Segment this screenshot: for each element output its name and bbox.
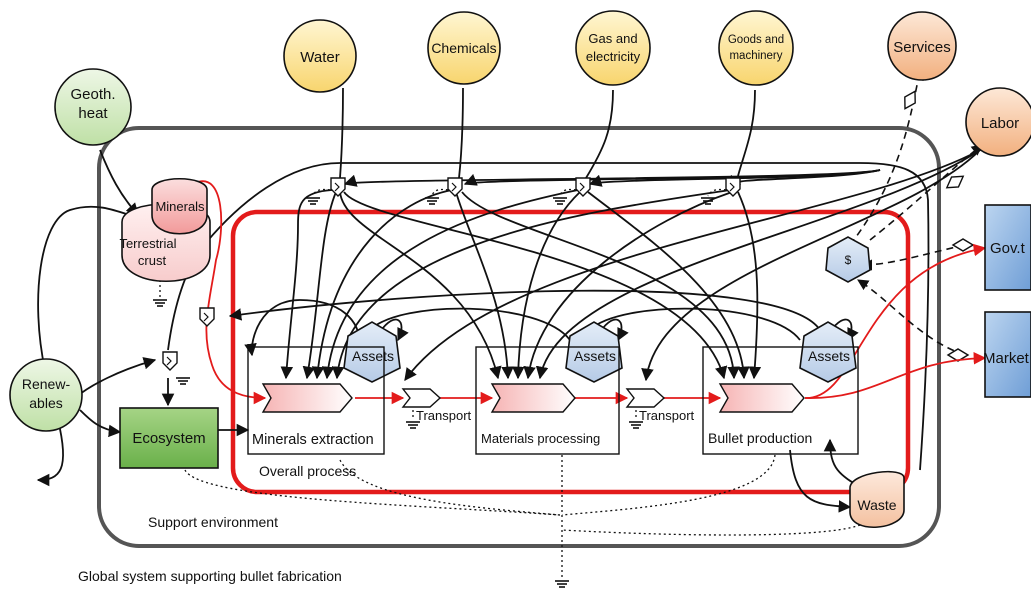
svg-text:Minerals extraction: Minerals extraction	[252, 432, 374, 448]
svg-text:crust: crust	[138, 253, 167, 268]
overall-process-frame	[230, 209, 911, 495]
source-chemicals: Chemicals	[427, 11, 501, 85]
svg-text:Renew-: Renew-	[22, 376, 71, 392]
svg-text:Assets: Assets	[574, 348, 616, 364]
svg-text:Terrestrial: Terrestrial	[119, 236, 176, 251]
source-renewables: Renew- ables	[9, 358, 83, 432]
storage-money: $	[825, 236, 871, 283]
svg-text:Bullet production: Bullet production	[708, 430, 812, 446]
svg-text:Goods and: Goods and	[728, 34, 784, 46]
svg-text:Chemicals: Chemicals	[431, 40, 496, 56]
svg-text:Assets: Assets	[352, 348, 394, 364]
svg-text:Transport: Transport	[639, 408, 695, 423]
svg-text:Market: Market	[983, 350, 1030, 367]
svg-text:Water: Water	[300, 49, 339, 66]
svg-text:Services: Services	[893, 39, 951, 56]
overall-process-label: Overall process	[259, 463, 356, 479]
svg-text:Minerals: Minerals	[155, 199, 205, 214]
svg-text:electricity: electricity	[586, 49, 641, 64]
heat-sinks	[152, 197, 861, 588]
source-labor: Labor	[965, 87, 1031, 157]
svg-text:$: $	[845, 253, 852, 267]
storage-minerals: Minerals	[151, 177, 208, 235]
transport-2: Transport	[625, 388, 695, 423]
source-geoth-heat: Geoth. heat	[54, 68, 132, 146]
svg-text:Gas and: Gas and	[588, 31, 637, 46]
svg-text:Geoth.: Geoth.	[70, 86, 115, 103]
support-environment-label: Support environment	[148, 514, 278, 530]
svg-text:Labor: Labor	[981, 115, 1019, 132]
svg-text:Transport: Transport	[416, 408, 472, 423]
block-gov: Gov.t	[984, 204, 1031, 291]
block-market: Market	[983, 311, 1031, 398]
svg-text:Ecosystem: Ecosystem	[132, 430, 205, 447]
svg-text:ables: ables	[29, 395, 62, 411]
transport-1: Transport	[401, 388, 472, 423]
block-ecosystem: Ecosystem	[119, 407, 219, 469]
storage-waste: Waste	[849, 470, 905, 528]
svg-text:Assets: Assets	[808, 348, 850, 364]
interaction-valves	[162, 177, 741, 371]
process-minerals-extraction: Minerals extraction	[247, 346, 385, 455]
support-environment-frame	[97, 126, 941, 548]
source-gas-electricity: Gas and electricity	[575, 10, 651, 86]
source-goods-machinery: Goods and machinery	[718, 10, 794, 86]
storage-assets-bullet: Assets	[799, 321, 857, 383]
process-materials-processing: Materials processing	[475, 346, 620, 455]
global-system-label: Global system supporting bullet fabricat…	[78, 568, 342, 584]
svg-text:heat: heat	[78, 105, 108, 122]
storage-assets-materials: Assets	[565, 321, 623, 383]
svg-text:Materials processing: Materials processing	[481, 431, 600, 446]
process-bullet-production: Bullet production	[702, 346, 859, 455]
svg-text:Gov.t: Gov.t	[990, 240, 1026, 257]
source-water: Water	[283, 19, 357, 93]
svg-text:machinery: machinery	[729, 50, 782, 62]
money-flows	[849, 68, 983, 362]
source-services: Services	[887, 11, 957, 81]
svg-text:Waste: Waste	[857, 497, 896, 513]
